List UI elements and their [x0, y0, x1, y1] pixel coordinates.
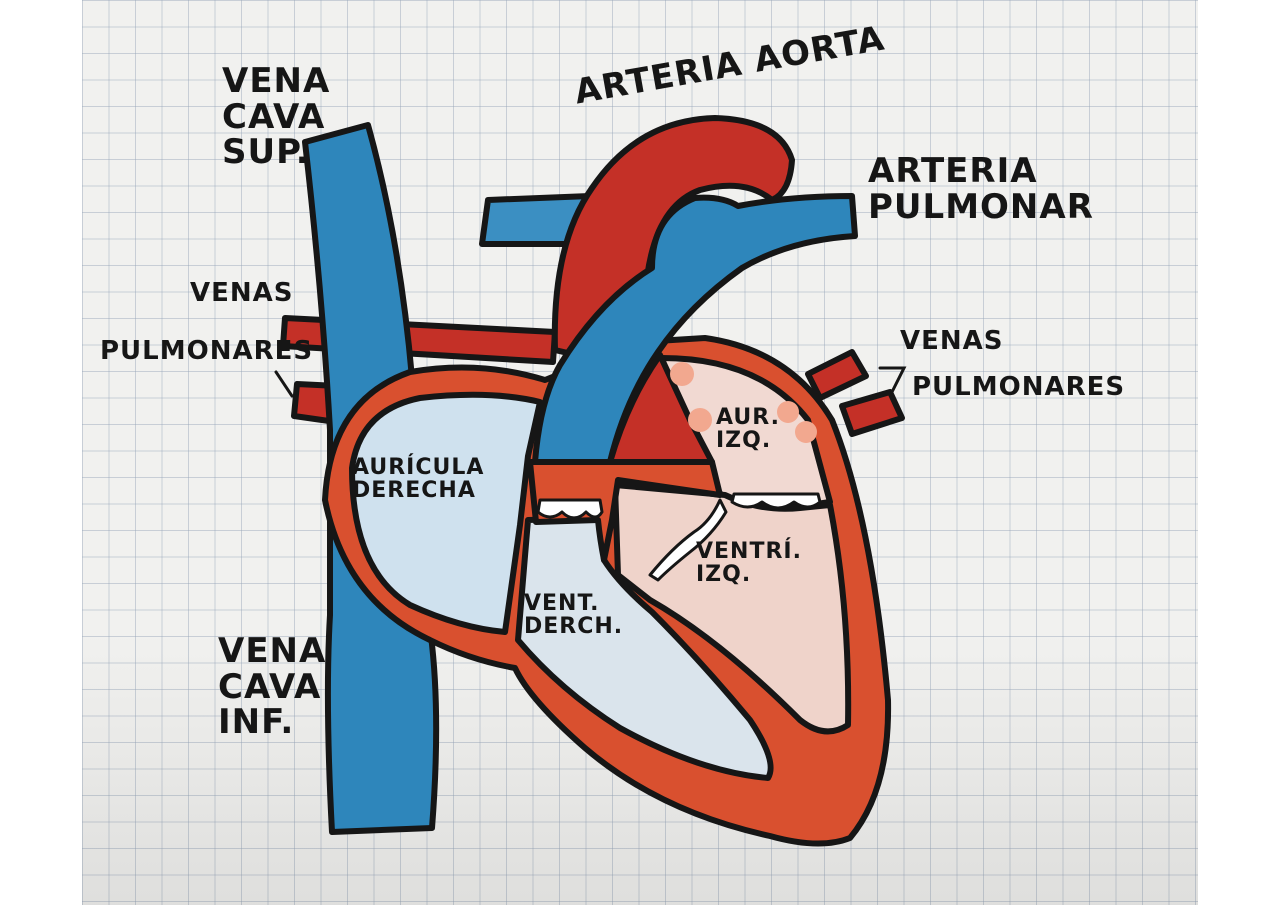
- right-atrium-chamber: [349, 391, 543, 635]
- pulmonary-vein-right-lower: [839, 389, 905, 437]
- left-ventricle-valve-flap: [648, 498, 728, 582]
- label-ventri-izq: VENTRÍ. IZQ.: [696, 539, 802, 588]
- right-ventricle-chamber: [515, 515, 774, 781]
- label-vena-cava-inf: VENA CAVA INF.: [218, 631, 327, 743]
- septum: [527, 459, 723, 563]
- spot: [688, 408, 712, 432]
- spot: [777, 401, 799, 423]
- left-atrium-inflow: [607, 352, 715, 465]
- label-vent-derch: VENT. DERCH.: [524, 591, 624, 640]
- mitral-valve: [730, 492, 822, 510]
- pulmonary-trunk: [532, 193, 858, 465]
- label-arteria-pulmonar: ARTERIA PULMONAR: [868, 151, 1094, 227]
- spot: [795, 421, 817, 443]
- label-pulmonares-left: PULMONARES: [100, 336, 314, 366]
- pointer-left-pulmonary-veins: [274, 370, 294, 398]
- pulmonary-vein-right-upper: [805, 349, 869, 401]
- tricuspid-valve: [536, 498, 604, 520]
- label-auricula-derecha: AURÍCULA DERECHA: [352, 455, 485, 504]
- label-venas-right: VENAS: [900, 326, 1004, 356]
- left-atrium-spots: [670, 362, 817, 443]
- pointer-right-pulmonary-veins: [878, 366, 907, 394]
- label-aur-izq: AUR. IZQ.: [716, 405, 780, 454]
- label-vena-cava-sup: VENA CAVA SUP.: [222, 61, 331, 173]
- label-pulmonares-right: PULMONARES: [912, 372, 1126, 402]
- spot: [670, 362, 694, 386]
- label-venas-left: VENAS: [190, 278, 294, 308]
- left-ventricle-chamber: [612, 482, 852, 735]
